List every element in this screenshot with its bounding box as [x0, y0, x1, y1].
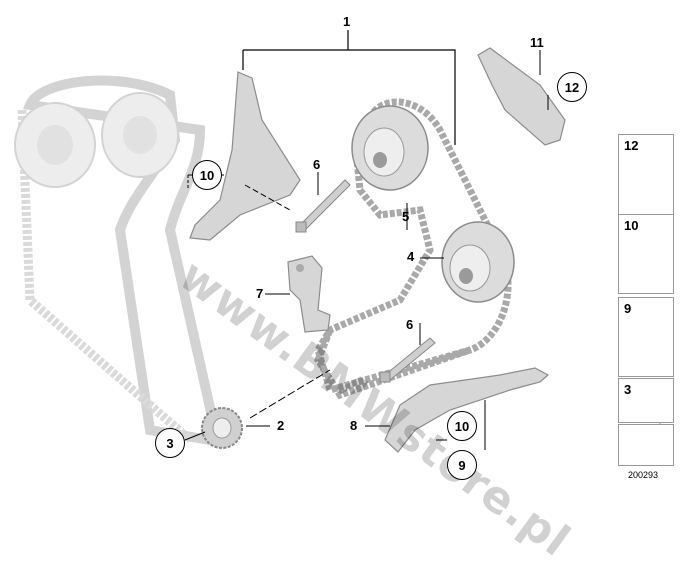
callout-10-circled-upper: 10 [192, 160, 222, 190]
tensioner-rail [189, 71, 301, 241]
upper-chain-guide [477, 47, 566, 146]
callout-2: 2 [277, 418, 285, 433]
legend-item-10: 10 [618, 214, 674, 294]
legend-label-9: 9 [624, 301, 632, 316]
chain-tensioner [287, 255, 331, 333]
callout-7: 7 [256, 286, 264, 301]
bolt-upper [299, 179, 351, 231]
lower-camshaft-sprocket [441, 221, 515, 303]
legend-item-arrow [618, 424, 674, 466]
legend-item-9: 9 [618, 297, 674, 377]
callout-11: 11 [530, 35, 544, 50]
callout-12-circled: 12 [557, 72, 587, 102]
legend-label-3: 3 [624, 382, 632, 397]
callout-5: 5 [402, 209, 410, 224]
legend-label-12: 12 [624, 138, 639, 153]
legend-item-12: 12 [618, 134, 674, 226]
guide-rail [384, 367, 550, 453]
timing-chain [314, 98, 512, 395]
callout-4: 4 [407, 249, 415, 264]
callout-6-lower: 6 [406, 317, 414, 332]
parts-diagram [14, 30, 669, 459]
callout-10-circled-lower: 10 [447, 411, 477, 441]
callout-1: 1 [343, 14, 351, 29]
reference-number: 200293 [628, 470, 659, 480]
callout-9-circled: 9 [447, 450, 477, 480]
legend-label-10: 10 [624, 218, 639, 233]
callout-3-circled: 3 [155, 428, 185, 458]
ghost-camshaft-assembly [14, 75, 221, 446]
crankshaft-sprocket [201, 407, 243, 449]
upper-camshaft-sprocket [351, 105, 429, 191]
legend-item-3: 3 [618, 378, 674, 423]
callout-8: 8 [350, 418, 358, 433]
callout-6-upper: 6 [313, 157, 321, 172]
diagram-canvas [14, 30, 669, 459]
